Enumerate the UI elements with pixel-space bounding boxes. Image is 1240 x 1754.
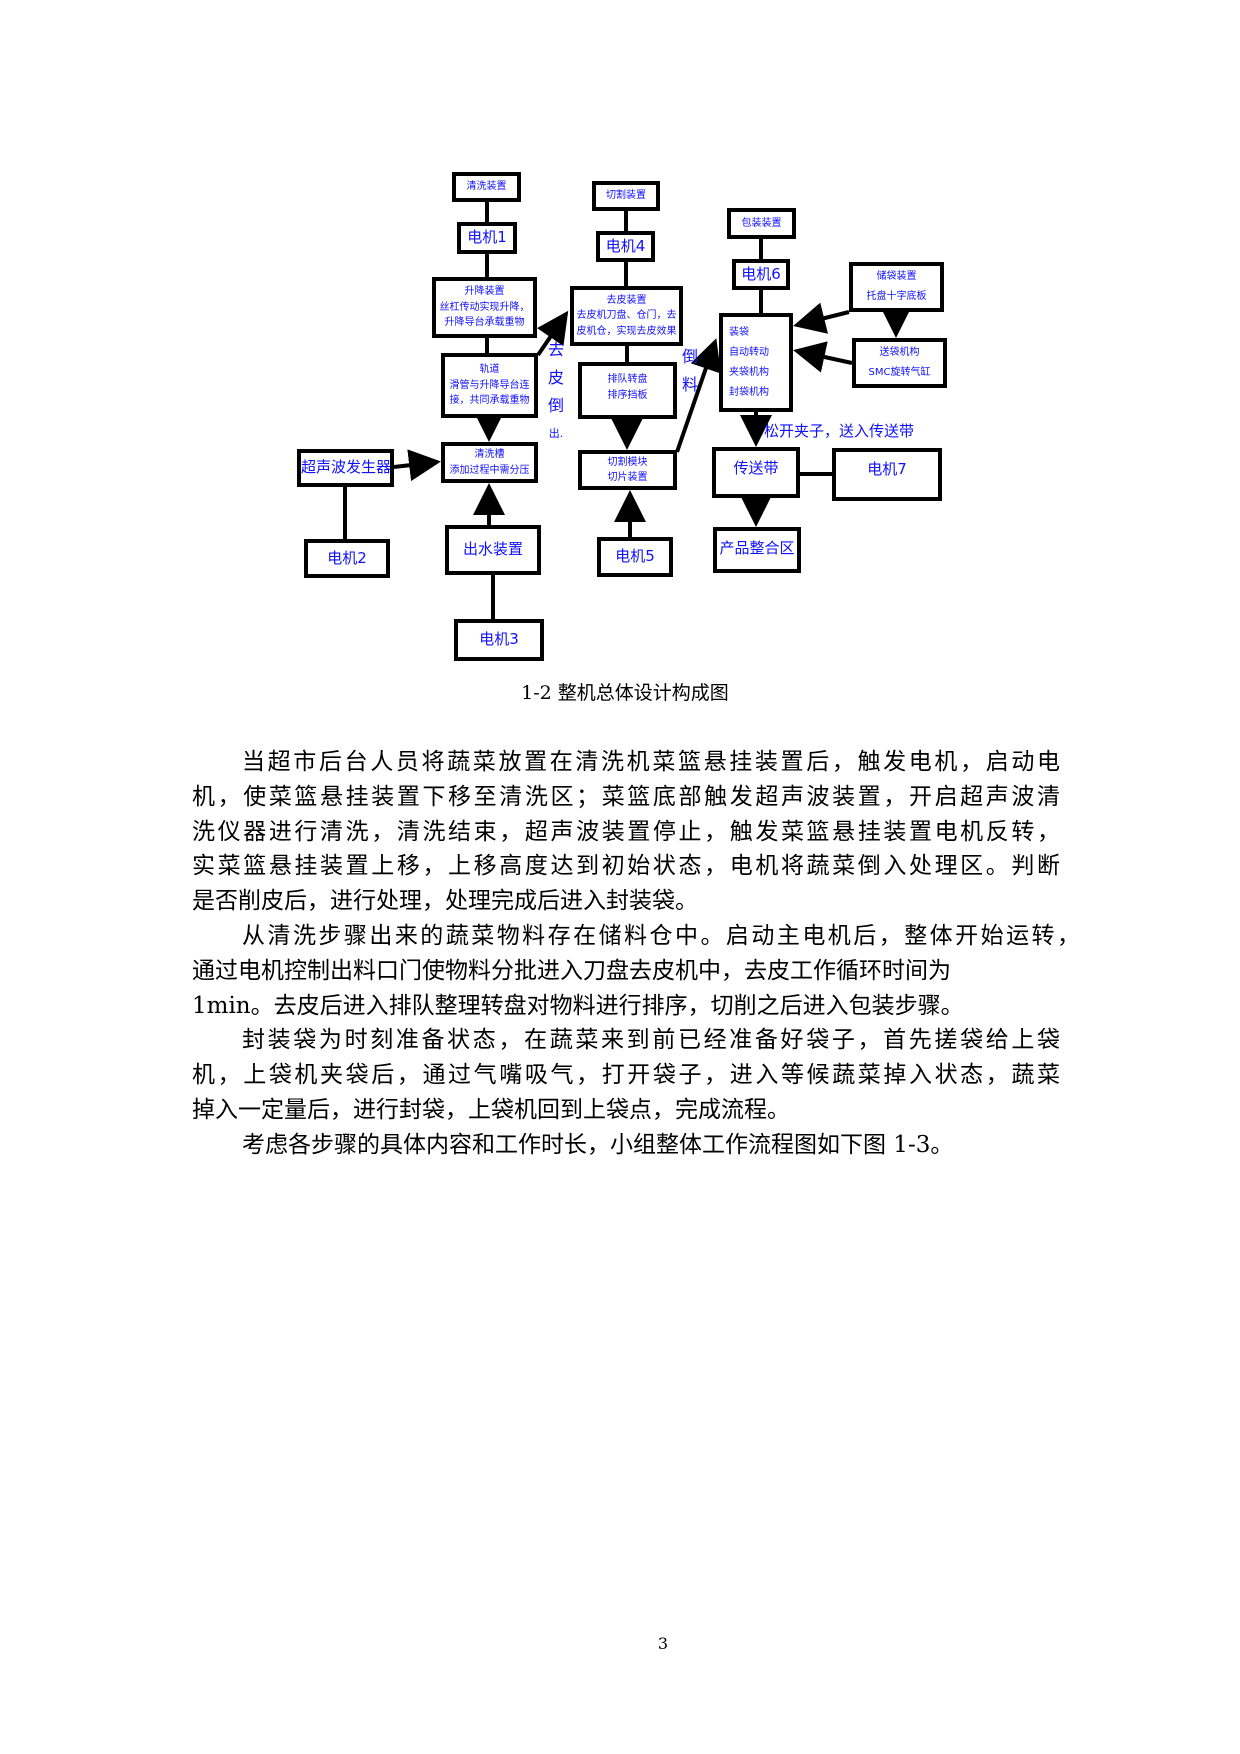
label-char: 倒 [547, 396, 564, 415]
box-text: 排序挡板 [607, 389, 648, 401]
box-text: 丝杠传动实现升降， [439, 301, 530, 313]
label-char: 去 [547, 340, 564, 359]
text-line: 封装袋为时刻准备状态，在蔬菜来到前已经准备好袋子，首先搓袋给上袋 [242, 1027, 1060, 1054]
box-wash-device: 清洗装置 [452, 172, 521, 202]
box-motor1: 电机1 [457, 222, 517, 254]
box-motor2: 电机2 [304, 539, 390, 578]
box-text: 去皮装置 [606, 294, 647, 306]
box-text: 添加过程中需分压 [449, 464, 530, 476]
box-bagging: 装袋自动转动夹袋机构封袋机构 [719, 313, 793, 412]
box-text: 轨道 [479, 364, 500, 376]
box-text: 切片装置 [607, 472, 648, 483]
box-water-outlet: 出水装置 [445, 525, 541, 575]
label-char: 皮 [547, 368, 564, 387]
box-text: 电机7 [867, 460, 907, 478]
box-motor5: 电机5 [597, 537, 673, 577]
box-peeling-device: 去皮装置去皮机刀盘、仓门，去皮机仓，实现去皮效果 [570, 286, 683, 346]
box-bag-feed: 送袋机构 SMC旋转气缸 [852, 338, 947, 388]
text-line: 1min。去皮后进入排队整理转盘对物料进行排序，切削之后进入包装步骤。 [192, 992, 964, 1019]
text-line: 通过电机控制出料口门使物料分批进入刀盘去皮机中，去皮工作循环时间为 [192, 957, 951, 984]
arrow [536, 310, 569, 357]
box-text: 切割模块 [607, 456, 648, 468]
box-conveyor: 传送带 [712, 447, 800, 498]
box-motor3: 电机3 [454, 619, 544, 661]
text-line: 考虑各步骤的具体内容和工作时长，小组整体工作流程图如下图 1-3。 [242, 1131, 954, 1158]
arrow [793, 302, 850, 334]
box-text: 装袋 [729, 326, 749, 338]
box-text: 皮机仓，实现去皮效果 [576, 325, 677, 337]
box-motor6: 电机6 [732, 259, 790, 290]
arrow [393, 449, 441, 482]
text-line: 是否削皮后，进行处理，处理完成后进入封装袋。 [192, 888, 698, 915]
page-number: 3 [657, 1634, 669, 1653]
box-ultrasonic: 超声波发生器 [297, 449, 394, 487]
text-line: 从清洗步骤出来的蔬菜物料存在储料仓中。启动主电机后，整体开始运转， [242, 922, 1080, 949]
box-text: SMC旋转气缸 [868, 367, 931, 378]
box-text: 包装装置 [741, 217, 782, 229]
box-text: 送袋机构 [879, 347, 920, 358]
box-text: 产品整合区 [719, 539, 795, 557]
label-release: 松开夹子，送入传送带 [764, 422, 915, 440]
text-line: 机，使菜篮悬挂装置下移至清洗区；菜篮底部触发超声波装置，开启超声波清 [192, 783, 1060, 810]
box-text: 储袋装置 [876, 271, 917, 282]
box-text: 电机4 [605, 236, 646, 255]
text-line: 机，上袋机夹袋后，通过气嘴吸气，打开袋子，进入等候蔬菜掉入状态，蔬菜 [192, 1062, 1060, 1089]
box-text: 电机2 [327, 548, 367, 567]
box-motor7: 电机7 [832, 448, 942, 501]
label-char: 料 [681, 375, 698, 394]
box-text: 滑管与升降导台连 [449, 379, 530, 391]
label-pour: 倒料 [681, 343, 699, 399]
box-text: 自动转动 [729, 346, 769, 358]
text-line: 洗仪器进行清洗，清洗结束，超声波装置停止，触发菜篮悬挂装置电机反转， [192, 818, 1060, 845]
box-text: 接，共同承载重物 [449, 395, 530, 407]
box-queue-turntable: 排队转盘排序挡板 [578, 362, 677, 419]
box-text: 升降装置 [464, 286, 505, 298]
box-wash-tank: 清洗槽添加过程中需分压 [441, 442, 538, 483]
text-line: 当超市后台人员将蔬菜放置在清洗机菜篮悬挂装置后，触发电机，启动电 [242, 749, 1060, 775]
box-packing-device: 包装装置 [727, 208, 796, 239]
box-text: 电机6 [741, 264, 781, 283]
box-text: 切割装置 [606, 190, 646, 202]
box-text: 封袋机构 [729, 386, 769, 398]
box-product-area: 产品整合区 [713, 527, 801, 573]
box-text: 夹袋机构 [729, 366, 769, 378]
box-text: 排队转盘 [607, 374, 648, 385]
box-text: 清洗槽 [474, 449, 505, 460]
box-text: 出水装置 [462, 540, 523, 559]
arrow [793, 341, 853, 373]
label-peel-out: 去皮倒出. [547, 336, 565, 448]
arrow [675, 338, 721, 453]
box-lift-device: 升降装置丝杠传动实现升降， 升降导台承载重物 [432, 277, 537, 338]
box-bag-storage: 储袋装置托盘十字底板 [849, 262, 944, 312]
box-text: 去皮机刀盘、仓门，去 [576, 310, 677, 322]
label-char: 倒 [681, 347, 698, 366]
box-text: 传送带 [733, 459, 779, 477]
box-cutting-module: 切割模块切片装置 [578, 450, 677, 490]
text-line: 掉入一定量后，进行封袋，上袋机回到上袋点，完成流程。 [192, 1096, 790, 1123]
paragraph-1: 当超市后台人员将蔬菜放置在清洗机菜篮悬挂装置后，触发电机，启动电 机，使菜篮悬挂… [192, 745, 1080, 1163]
text-line: 实菜篮悬挂装置上移，上移高度达到初始状态，电机将蔬菜倒入处理区。判断 [192, 853, 1060, 880]
figure-caption: 1-2 整机总体设计构成图 [521, 682, 729, 704]
box-text: 升降导台承载重物 [444, 317, 525, 329]
box-cutting-device: 切割装置 [592, 181, 660, 211]
box-text: 电机3 [479, 630, 519, 649]
label-char: 出. [548, 427, 564, 440]
box-text: 电机5 [615, 547, 655, 566]
box-text: 超声波发生器 [301, 458, 392, 477]
box-text: 清洗装置 [466, 181, 507, 193]
box-track: 轨道滑管与升降导台连接，共同承载重物 [441, 353, 538, 418]
box-motor4: 电机4 [596, 231, 655, 262]
box-text: 电机1 [467, 228, 507, 247]
box-text: 托盘十字底板 [866, 291, 927, 302]
